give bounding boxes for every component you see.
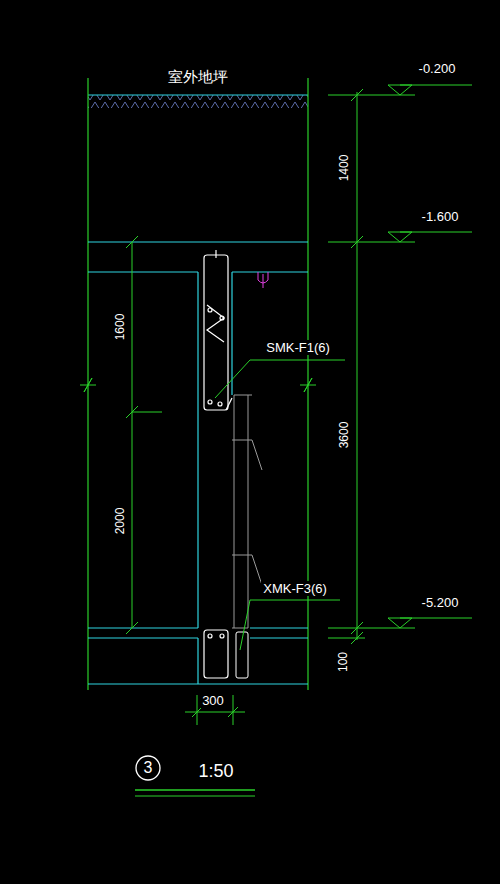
dimension: 3600 <box>337 420 351 451</box>
part-label: SMK-F1(6) <box>264 340 332 355</box>
detail-circle: 3 <box>135 755 161 781</box>
dimension: 1600 <box>113 312 127 343</box>
detail-number: 3 <box>144 760 153 776</box>
ground-label: 室外地坪 <box>166 68 230 85</box>
level-mark: -5.200 <box>420 595 461 610</box>
scale-label: 1:50 <box>196 761 235 781</box>
dimension: 1400 <box>337 153 351 184</box>
level-mark: -0.200 <box>417 61 458 76</box>
part-label: XMK-F3(6) <box>261 581 329 596</box>
dimension: 2000 <box>113 506 127 537</box>
ground-hatch <box>88 95 308 108</box>
level-mark: -1.600 <box>420 209 461 224</box>
dimension: 100 <box>336 650 350 674</box>
dimension: 300 <box>200 693 226 708</box>
